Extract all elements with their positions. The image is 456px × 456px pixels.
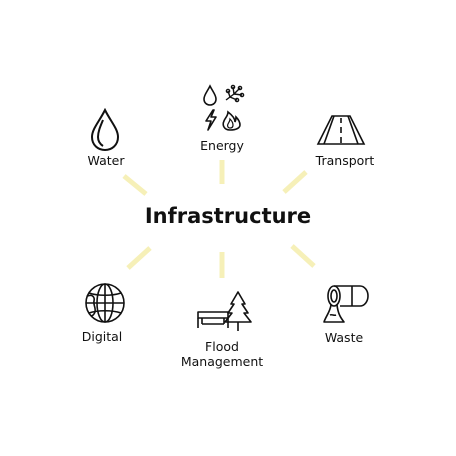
water-drop-icon (88, 108, 122, 152)
node-label-digital: Digital (81, 329, 123, 344)
node-label-water: Water (87, 153, 125, 168)
node-label-flood-line2: Management (180, 354, 264, 369)
node-label-flood-line1: Flood (205, 339, 239, 354)
node-label-transport: Transport (315, 153, 375, 168)
connector-transport (282, 170, 308, 194)
node-label-energy: Energy (200, 138, 244, 153)
connector-water (122, 174, 148, 196)
energy-icon (200, 84, 246, 132)
connector-digital (126, 246, 152, 270)
node-label-waste: Waste (324, 330, 364, 345)
bench-tree-icon (196, 290, 252, 332)
center-title: Infrastructure (144, 204, 312, 228)
globe-icon (84, 282, 126, 324)
waste-pipe-icon (322, 282, 370, 324)
road-icon (316, 114, 366, 146)
node-label-flood: Flood Management (181, 339, 263, 369)
connector-waste (290, 244, 316, 268)
